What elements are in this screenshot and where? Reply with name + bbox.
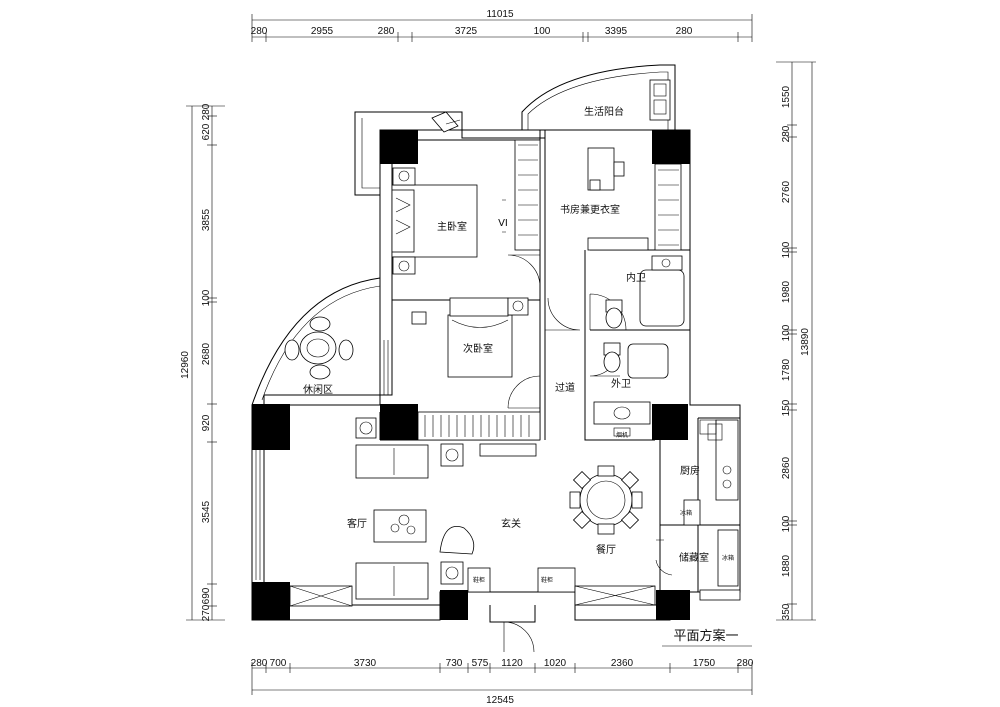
bottom-dim-7: 1020 xyxy=(544,658,567,669)
label-corridor: 过道 xyxy=(555,381,575,394)
right-dim-12: 350 xyxy=(781,603,792,620)
right-dim-2: 280 xyxy=(781,125,792,142)
sofa-top xyxy=(355,444,429,479)
room-labels: 生活阳台 书房兼更衣室 主卧室 VI 内卫 次卧室 外卫 休闲区 过道 厨房 客… xyxy=(303,105,734,584)
column xyxy=(380,130,418,164)
right-dim-7: 1780 xyxy=(781,358,792,381)
columns xyxy=(252,130,690,620)
lounge-table xyxy=(299,331,337,365)
right-dim-10: 100 xyxy=(781,515,792,532)
bottom-dim-6: 1120 xyxy=(501,658,523,669)
label-master-bedroom: 主卧室 xyxy=(437,220,467,233)
label-wardrobe-mark: VI xyxy=(498,218,508,229)
right-dim-9: 2860 xyxy=(781,456,792,479)
furniture xyxy=(284,79,671,600)
label-fridge: 冰箱 xyxy=(680,509,692,517)
label-lounge: 休闲区 xyxy=(303,383,333,396)
right-dim-6: 100 xyxy=(781,324,792,341)
label-study: 书房兼更衣室 xyxy=(560,203,620,216)
label-fridge-2: 冰箱 xyxy=(722,554,734,562)
label-second-bedroom: 次卧室 xyxy=(463,342,493,355)
right-dim-3: 2760 xyxy=(781,180,792,203)
top-total-dim: 11015 xyxy=(486,9,514,20)
bottom-dimensions: 280 700 3730 730 575 1120 1020 2360 1750… xyxy=(251,658,754,706)
left-dim-2: 620 xyxy=(201,123,212,140)
label-storage: 储藏室 xyxy=(679,551,709,564)
label-kitchen: 厨房 xyxy=(680,464,700,477)
washbasin-counter xyxy=(593,401,651,425)
label-living-room: 客厅 xyxy=(347,517,367,530)
label-shoe-cabinet: 鞋柜 xyxy=(473,576,485,584)
top-dim-3: 280 xyxy=(378,26,395,37)
sofa-bottom xyxy=(355,562,429,600)
left-dim-6: 920 xyxy=(201,414,212,431)
left-dim-5: 2680 xyxy=(201,342,212,365)
right-dim-4: 100 xyxy=(781,241,792,258)
left-dimensions: 12960 280 620 3855 100 2680 920 3545 690… xyxy=(180,103,225,621)
right-dim-8: 150 xyxy=(781,399,792,416)
top-dim-2: 2955 xyxy=(311,26,334,37)
right-dim-5: 1980 xyxy=(781,280,792,303)
right-dimensions: 13890 1550 280 2760 100 1980 100 1780 15… xyxy=(776,61,816,620)
bottom-dim-2: 700 xyxy=(270,658,287,669)
column xyxy=(252,582,290,620)
column xyxy=(656,590,690,620)
column xyxy=(652,130,690,164)
top-dim-4: 3725 xyxy=(455,26,478,37)
outer-shower xyxy=(627,343,669,379)
label-dining: 餐厅 xyxy=(596,543,616,556)
left-dim-4: 100 xyxy=(201,289,212,306)
label-living-balcony: 生活阳台 xyxy=(584,105,624,118)
top-dimensions: 11015 280 2955 280 3725 100 3395 280 xyxy=(251,9,753,42)
bottom-dim-10: 280 xyxy=(737,658,754,669)
coffee-table xyxy=(373,509,427,543)
kitchen-fixtures xyxy=(699,419,739,587)
inner-shower xyxy=(639,269,685,327)
label-hood: 烟机 xyxy=(616,431,628,439)
left-dim-8: 690 xyxy=(201,587,212,604)
label-shoe-cabinet-2: 鞋柜 xyxy=(541,576,553,584)
bottom-dim-5: 575 xyxy=(472,658,489,669)
label-foyer: 玄关 xyxy=(501,517,521,530)
top-dim-6: 3395 xyxy=(605,26,628,37)
left-dim-3: 3855 xyxy=(201,208,212,231)
bottom-dim-4: 730 xyxy=(446,658,463,669)
top-dim-7: 280 xyxy=(676,26,693,37)
bottom-dim-1: 280 xyxy=(251,658,268,669)
column xyxy=(252,404,290,450)
left-dim-7: 3545 xyxy=(201,500,212,523)
bottom-total-dim: 12545 xyxy=(486,695,514,706)
column xyxy=(380,404,418,440)
right-total-dim: 13890 xyxy=(800,328,811,356)
bathroom-fixtures xyxy=(593,255,685,437)
bottom-dim-3: 3730 xyxy=(354,658,377,669)
doors xyxy=(503,254,673,653)
column xyxy=(440,590,468,620)
left-dim-9: 270 xyxy=(201,604,212,621)
bottom-dim-9: 1750 xyxy=(693,658,716,669)
lounge-chair xyxy=(439,526,475,555)
top-dim-1: 280 xyxy=(251,26,268,37)
right-dim-11: 1880 xyxy=(781,554,792,577)
left-total-dim: 12960 xyxy=(180,351,191,379)
column xyxy=(652,404,688,440)
left-dim-1: 280 xyxy=(201,103,212,120)
label-outer-bath: 外卫 xyxy=(611,378,631,390)
label-inner-bath: 内卫 xyxy=(626,271,646,284)
drawing-caption: 平面方案一 xyxy=(673,628,738,644)
bottom-dim-8: 2360 xyxy=(611,658,634,669)
top-dim-5: 100 xyxy=(534,26,551,37)
right-dim-1: 1550 xyxy=(781,85,792,108)
cabinets xyxy=(289,139,741,607)
